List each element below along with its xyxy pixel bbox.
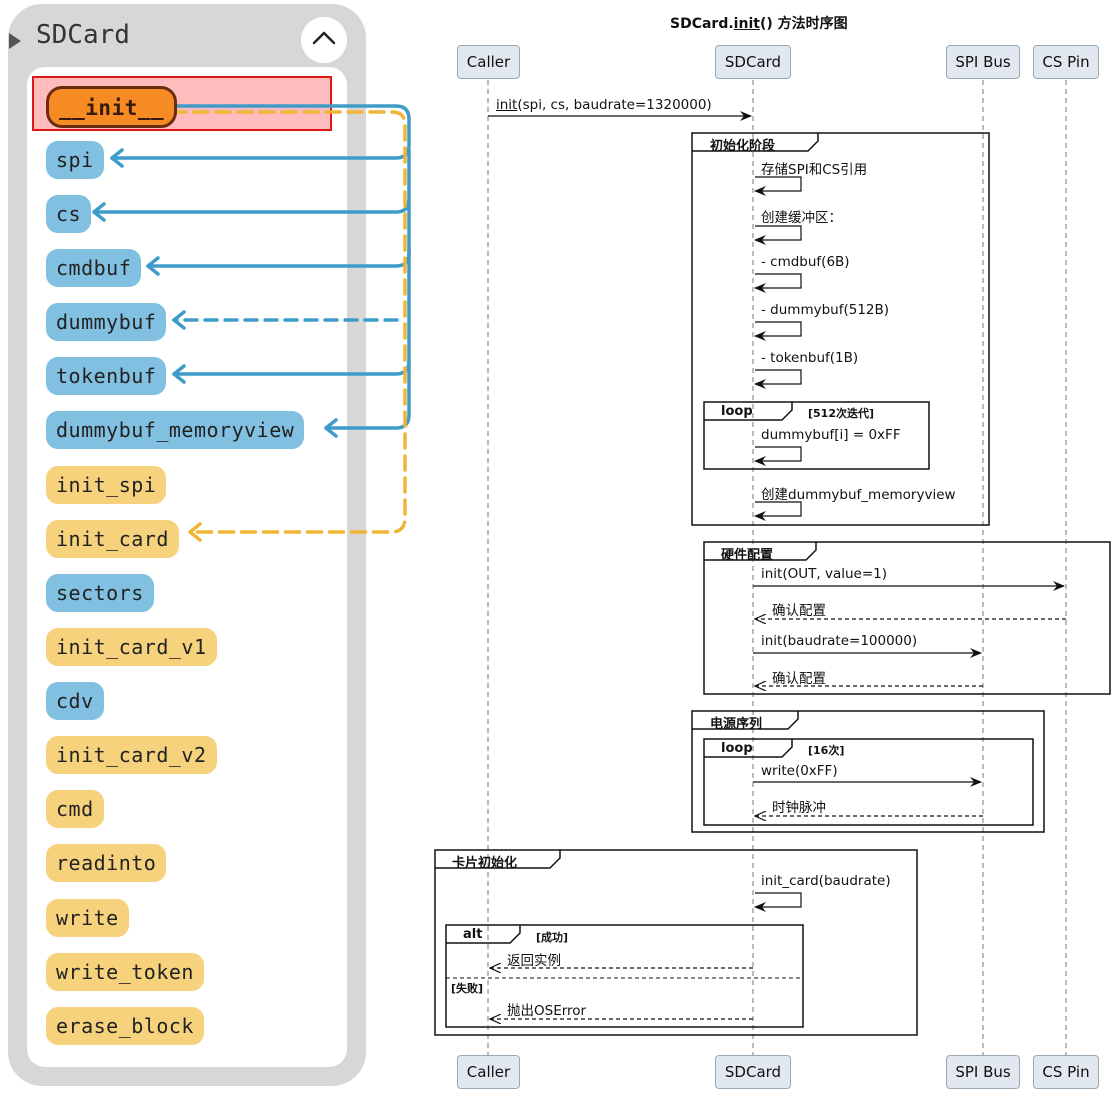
frame-label-hw-config: 硬件配置 — [721, 548, 774, 563]
participant-caller-top: Caller — [457, 45, 520, 79]
frame-init-phase — [691, 132, 990, 526]
diagram-title: SDCard.init() 方法时序图 — [670, 16, 848, 32]
frame-label-card-init: 卡片初始化 — [452, 856, 518, 871]
msg-label-ack1: 确认配置 — [772, 603, 826, 619]
self-create-mv — [754, 501, 802, 521]
participant-spi-bottom: SPI Bus — [946, 1055, 1020, 1089]
guard-alt-success: [成功] — [536, 931, 569, 944]
member-init[interactable]: __init__ — [46, 86, 178, 128]
participant-sdcard-top: SDCard — [715, 45, 791, 79]
msg-label-init-card: init_card(baudrate) — [761, 873, 891, 889]
self-init-card — [754, 892, 802, 912]
guard-alt-failure: [失败] — [451, 982, 484, 995]
msg-label-spi-init: init(baudrate=100000) — [761, 633, 918, 649]
member-spi[interactable]: spi — [46, 141, 104, 179]
msg-label-create-buffers: 创建缓冲区： — [761, 210, 842, 226]
frame-label-init-phase: 初始化阶段 — [710, 139, 776, 154]
msg-label-cmdbuf: - cmdbuf(6B) — [761, 254, 850, 270]
frame-alt — [445, 924, 804, 1028]
member-dummybuf[interactable]: dummybuf — [46, 303, 167, 341]
member-init-card-v2[interactable]: init_card_v2 — [46, 736, 217, 774]
member-init-spi[interactable]: init_spi — [46, 466, 167, 504]
member-init-card[interactable]: init_card — [46, 520, 179, 558]
member-readinto[interactable]: readinto — [46, 844, 167, 882]
member-cs[interactable]: cs — [46, 195, 92, 233]
frame-label-loop2: loop — [721, 741, 753, 756]
self-dummybuf — [754, 321, 802, 341]
msg-label-return: 返回实例 — [507, 953, 561, 969]
member-write[interactable]: write — [46, 899, 129, 937]
triangle-right-icon[interactable] — [9, 33, 21, 49]
msg-label-ack2: 确认配置 — [772, 671, 826, 687]
participant-cs-bottom: CS Pin — [1033, 1055, 1099, 1089]
guard-loop2: [16次] — [808, 744, 845, 757]
frame-power-seq — [691, 710, 1045, 833]
msg-label-raise: 抛出OSError — [507, 1003, 587, 1019]
msg-label-init: init(spi, cs, baudrate=1320000) — [496, 97, 712, 113]
self-create-buffers — [754, 225, 802, 245]
participant-sdcard-bottom: SDCard — [715, 1055, 791, 1089]
msg-label-clock: 时钟脉冲 — [772, 800, 826, 816]
collapse-button[interactable] — [301, 17, 347, 63]
guard-loop1: [512次迭代] — [808, 407, 875, 420]
msg-label-tokenbuf: - tokenbuf(1B) — [761, 350, 859, 366]
member-sectors[interactable]: sectors — [46, 574, 154, 612]
frame-card-init — [434, 849, 918, 1036]
msg-label-write-ff: write(0xFF) — [761, 763, 838, 779]
msg-label-cs-init: init(OUT, value=1) — [761, 566, 887, 582]
self-cmdbuf — [754, 273, 802, 293]
self-store-refs — [754, 176, 802, 196]
msg-label-dummybuf: - dummybuf(512B) — [761, 302, 890, 318]
member-cmd[interactable]: cmd — [46, 790, 104, 828]
frame-loop-16 — [703, 738, 1034, 826]
member-tokenbuf[interactable]: tokenbuf — [46, 357, 167, 395]
member-dummybuf-memoryview[interactable]: dummybuf_memoryview — [46, 411, 305, 449]
msg-label-store-refs: 存储SPI和CS引用 — [761, 162, 868, 178]
member-cmdbuf[interactable]: cmdbuf — [46, 249, 142, 287]
edge-init-init_card — [170, 110, 407, 534]
participant-caller-bottom: Caller — [457, 1055, 520, 1089]
member-init-card-v1[interactable]: init_card_v1 — [46, 628, 217, 666]
member-cdv[interactable]: cdv — [46, 682, 104, 720]
chevron-up-icon — [312, 31, 336, 45]
member-erase-block[interactable]: erase_block — [46, 1007, 204, 1045]
frame-label-loop1: loop — [721, 404, 753, 419]
self-tokenbuf — [754, 369, 802, 389]
self-dummy-fill — [754, 446, 802, 466]
frame-loop-512 — [703, 401, 930, 470]
class-title: SDCard — [36, 20, 130, 50]
msg-label-dummy-fill: dummybuf[i] = 0xFF — [761, 427, 901, 443]
frame-label-alt: alt — [463, 927, 483, 942]
frame-label-power-seq: 电源序列 — [710, 717, 763, 732]
msg-label-create-mv: 创建dummybuf_memoryview — [761, 487, 956, 503]
participant-spi-top: SPI Bus — [946, 45, 1020, 79]
member-write-token[interactable]: write_token — [46, 953, 204, 991]
participant-cs-top: CS Pin — [1033, 45, 1099, 79]
frame-hw-config — [703, 541, 1111, 695]
edge-init-spi — [110, 104, 411, 160]
